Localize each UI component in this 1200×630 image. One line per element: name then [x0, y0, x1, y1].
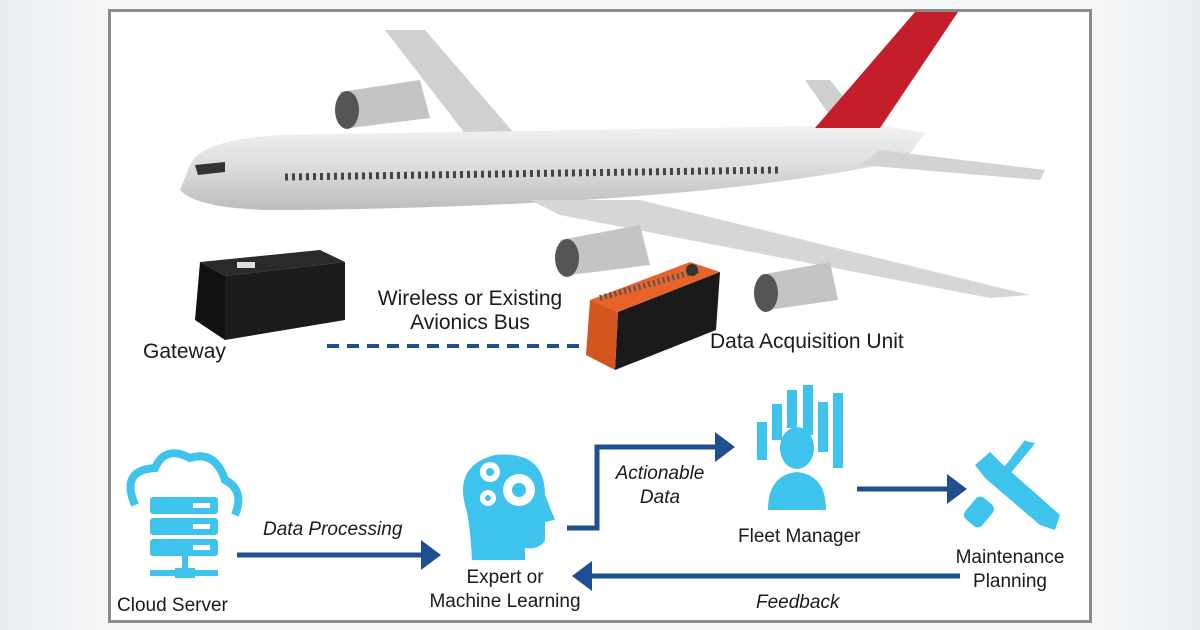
actionable-data-arrow [567, 432, 735, 531]
data-acquisition-unit-image [586, 262, 720, 370]
expert-label-line1: Expert or [466, 567, 544, 588]
maintenance-label-line2: Planning [973, 571, 1047, 592]
maintenance-label-line1: Maintenance [955, 547, 1065, 568]
actionable-label-line1: Actionable [615, 463, 705, 484]
maintenance-tools-icon [964, 440, 1060, 530]
actionable-data-label: Actionable Data [600, 462, 720, 510]
gateway-label: Gateway [143, 340, 226, 363]
airplane-image [180, 12, 1045, 312]
bus-label-line2: Avionics Bus [410, 311, 530, 334]
feedback-label: Feedback [756, 592, 840, 613]
expert-label-line2: Machine Learning [429, 591, 581, 612]
data-processing-label: Data Processing [263, 519, 403, 540]
actionable-label-line2: Data [639, 487, 681, 508]
cloud-server-label: Cloud Server [117, 595, 228, 616]
dau-label: Data Acquisition Unit [710, 330, 904, 353]
gateway-device-image [195, 250, 345, 340]
cloud-server-icon [126, 449, 243, 578]
fleet-manager-label: Fleet Manager [738, 526, 861, 547]
bus-label: Wireless or Existing Avionics Bus [352, 287, 588, 335]
bus-label-line1: Wireless or Existing [377, 287, 563, 310]
maintenance-label: Maintenance Planning [945, 546, 1075, 594]
expert-label: Expert or Machine Learning [410, 566, 600, 614]
expert-head-icon [463, 454, 555, 560]
fleet-manager-icon [757, 385, 843, 510]
